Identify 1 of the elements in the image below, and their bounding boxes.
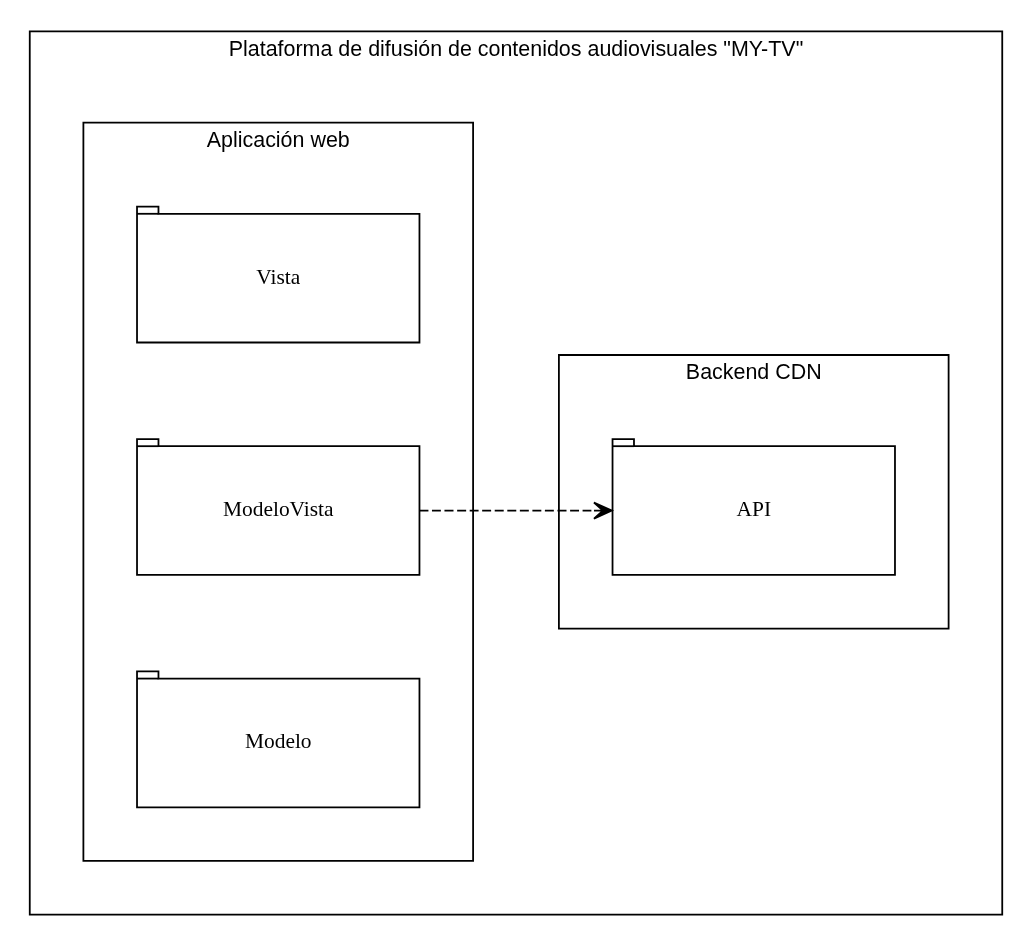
- arrow: [418, 501, 613, 519]
